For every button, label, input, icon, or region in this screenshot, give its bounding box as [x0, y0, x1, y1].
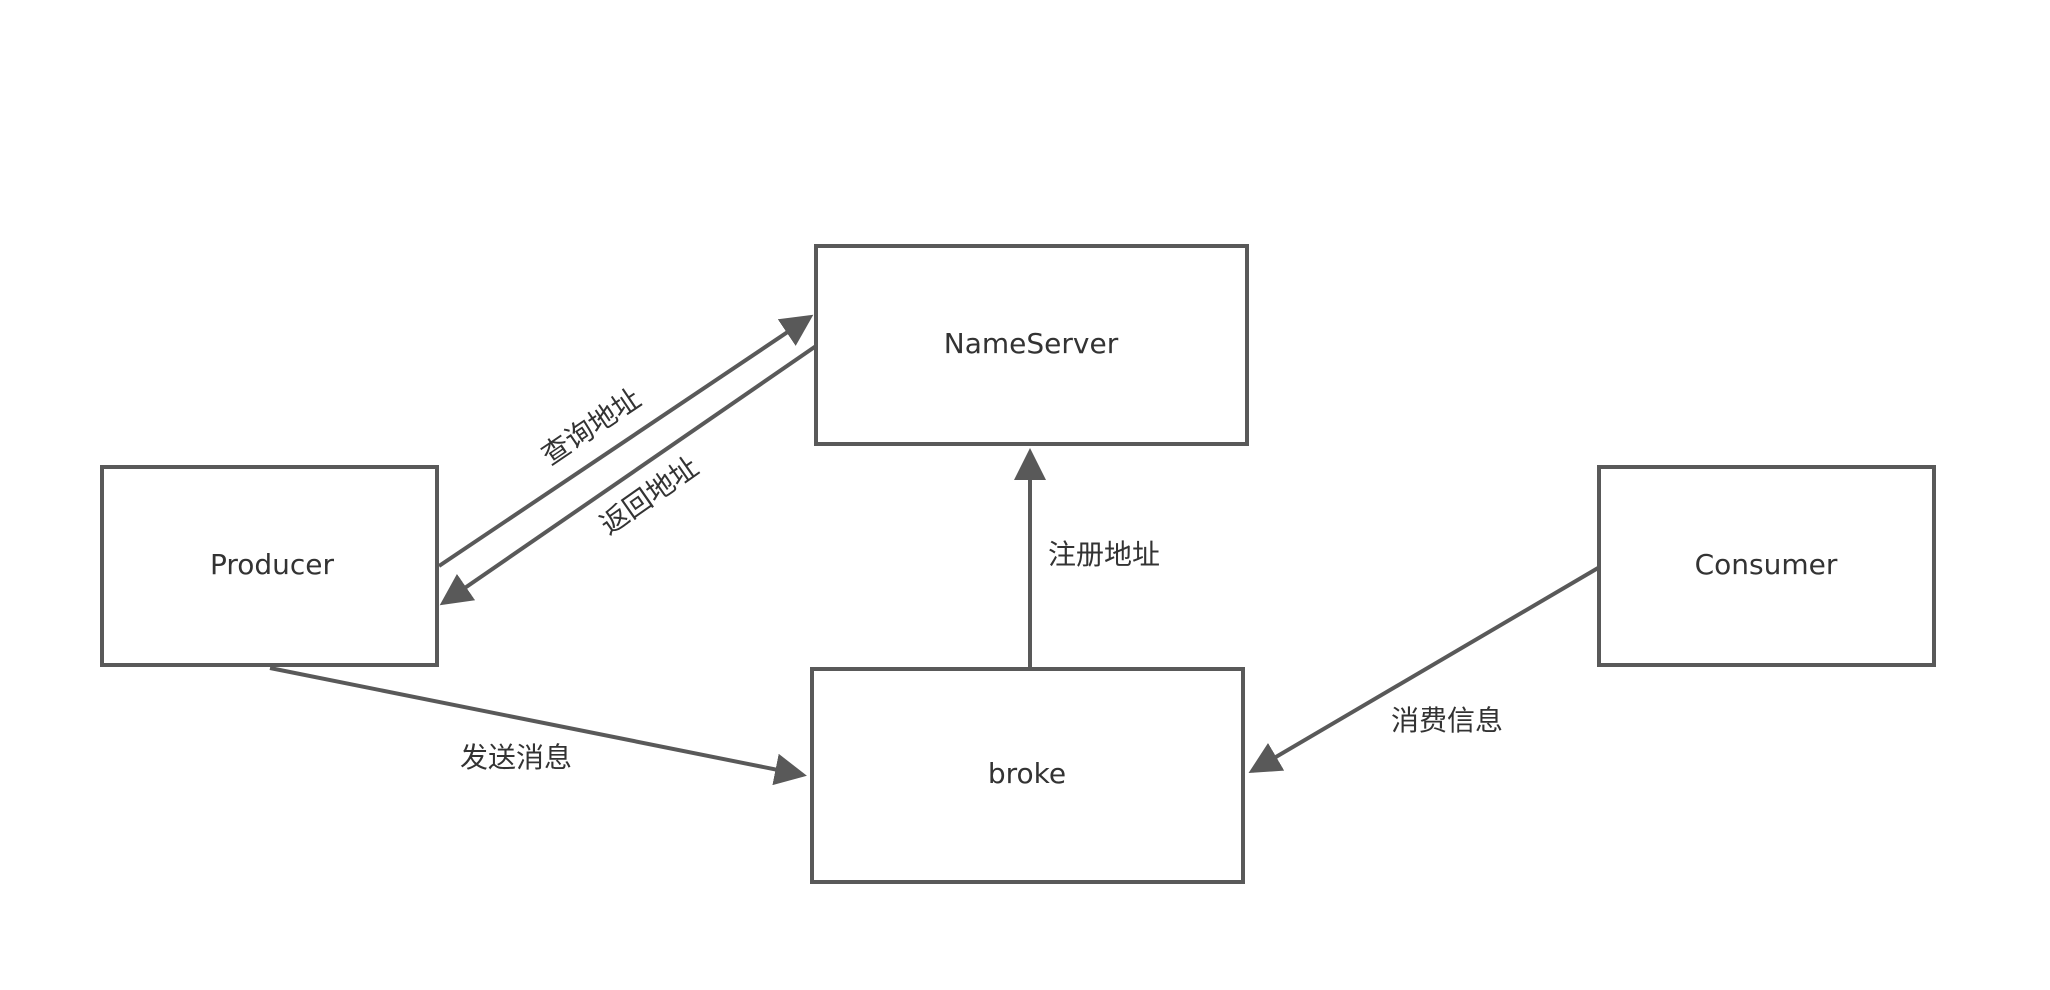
send-message-arrow — [269, 666, 807, 786]
edge-consume-info: 消费信息 — [1248, 566, 1600, 774]
return-address-label: 返回地址 — [594, 450, 705, 541]
send-message-label: 发送消息 — [460, 741, 572, 774]
consumer-label: Consumer — [1695, 548, 1838, 581]
broker-label: broke — [988, 757, 1066, 790]
broker-node: broke — [810, 667, 1245, 884]
nameserver-label: NameServer — [944, 327, 1119, 360]
producer-label: Producer — [210, 548, 335, 581]
consume-info-arrow — [1248, 566, 1600, 774]
consume-info-label: 消费信息 — [1391, 704, 1503, 737]
producer-node: Producer — [100, 465, 439, 667]
nameserver-node: NameServer — [814, 244, 1249, 446]
query-address-label: 查询地址 — [536, 382, 647, 472]
query-address-arrow — [437, 314, 814, 568]
edge-register-address: 注册地址 — [1014, 448, 1160, 668]
edge-send-message: 发送消息 — [269, 666, 807, 786]
register-address-label: 注册地址 — [1048, 538, 1160, 571]
return-address-arrow — [439, 344, 818, 606]
consumer-node: Consumer — [1597, 465, 1936, 667]
